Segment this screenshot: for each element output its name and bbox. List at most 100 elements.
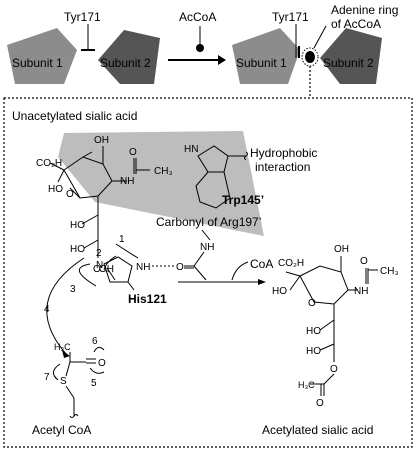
atom-label: HO: [48, 184, 63, 195]
bond-line: [106, 267, 116, 281]
bond-line: [201, 229, 211, 241]
atom-label: O: [93, 264, 101, 275]
trp145-indole: HN: [184, 144, 248, 209]
step7-label: 7: [44, 372, 50, 383]
subunit2-shape-left: [98, 30, 160, 84]
atom-label: O: [330, 364, 338, 375]
hydrophobic-label-1: Hydrophobic: [250, 146, 317, 160]
unacetylated-sialic-acid: CO₂H HO O OH O NH CH₃ HO HO O OH: [36, 135, 173, 275]
bond-line: [285, 271, 301, 277]
subunit2-label-right: Subunit 2: [323, 56, 374, 70]
bond-line: [193, 251, 205, 267]
coa-label: CoA: [250, 257, 273, 271]
atom-label: O: [66, 189, 74, 200]
step3-arrow: [79, 263, 97, 287]
bond-line: [49, 162, 65, 171]
subunit2-label-left: Subunit 2: [100, 56, 151, 70]
atom-label: O: [360, 256, 368, 267]
atom-label: H₃C: [54, 342, 71, 352]
bond-line: [83, 239, 99, 249]
atom-label: O: [98, 358, 106, 369]
bond-line: [193, 265, 207, 281]
atom-label: CH₃: [154, 166, 173, 177]
bond-line: [289, 275, 301, 291]
subunit1-label-right: Subunit 1: [236, 56, 287, 70]
arg197-carbonyl: O NH: [176, 229, 214, 281]
hydrophobic-label-2: interaction: [255, 160, 310, 174]
atom-label: O: [129, 147, 137, 158]
atom-label: OH: [99, 264, 114, 275]
reaction-arrowhead: [258, 279, 266, 285]
bond-line: [65, 385, 75, 399]
bond-line: [82, 151, 93, 158]
bond-line: [323, 373, 335, 385]
bond-line: [244, 151, 248, 161]
acetylated-sialic-acid: CO₂H HO O OH O NH CH₃ HO HO O O H₃C: [272, 244, 399, 409]
his121-label: His121: [128, 292, 167, 306]
step2-arrow: [103, 255, 117, 271]
atom-label: CO₂H: [278, 258, 304, 269]
top-panel: Subunit 1 Subunit 2 Tyr171 AcCoA Subunit…: [7, 3, 398, 98]
atom-label: S: [60, 376, 67, 387]
adenine-ring-dot: [305, 51, 315, 63]
coa-release-arrow: [231, 261, 249, 281]
atom-label: NH: [136, 262, 150, 273]
bond-line: [319, 319, 335, 331]
step4-arrowhead: [62, 350, 70, 358]
bond-line: [65, 361, 71, 377]
mechanism-box: [3, 97, 413, 448]
accoa-dot: [196, 44, 204, 52]
bond-line: [127, 281, 135, 291]
step6-arrow: [93, 346, 105, 353]
bond-line: [197, 145, 229, 173]
atom-label: O: [308, 298, 316, 309]
step6-label: 6: [92, 336, 98, 347]
subunit1-shape-left: [7, 28, 77, 84]
accoa-label: AcCoA: [179, 10, 216, 24]
bond-line: [69, 414, 79, 418]
atom-label: NH: [200, 242, 214, 253]
step4-arrow: [46, 257, 85, 355]
binding-arrowhead: [218, 55, 226, 65]
atom-label: NH: [120, 176, 134, 187]
tyr171-label-right: Tyr171: [272, 10, 309, 24]
hydrophobic-region: [58, 131, 264, 236]
atom-label: HO: [306, 346, 321, 357]
bond-line: [103, 256, 133, 283]
step5-arrow: [89, 367, 105, 374]
carbonyl-label: Carbonyl of Arg197’: [156, 215, 261, 229]
step2-label: 2: [96, 248, 102, 259]
atom-label: CH₃: [380, 266, 399, 277]
subunit2-shape-right: [320, 28, 382, 84]
atom-label: NH: [354, 286, 368, 297]
atom-label: HO: [306, 326, 321, 337]
step1-arrow: [115, 243, 139, 259]
atom-label: OH: [94, 135, 109, 146]
step7-arrow: [53, 363, 61, 381]
step3-label: 3: [70, 284, 76, 295]
step5-label: 5: [91, 378, 97, 389]
bond-line: [81, 214, 99, 225]
adenine-pointer: [313, 25, 327, 49]
step1-label: 1: [119, 234, 125, 245]
bond-line: [319, 343, 335, 351]
adenine-label-2: of AcCoA: [331, 17, 381, 31]
atom-label: HO: [70, 220, 85, 231]
atom-label: O: [176, 262, 184, 273]
atom-label: OH: [334, 244, 349, 255]
adenine-label-1: Adenine ring: [331, 3, 398, 17]
atom-label: CO₂H: [36, 158, 62, 169]
bond-line: [69, 187, 81, 199]
atom-label: N: [96, 260, 103, 271]
atom-label: H₃C: [298, 380, 315, 390]
bond-line: [57, 169, 65, 183]
bond-line: [195, 171, 231, 209]
step4-label: 4: [44, 304, 50, 315]
atom-label: HO: [70, 244, 85, 255]
subunit1-label-left: Subunit 1: [12, 56, 63, 70]
his121-imidazole: N NH 1 2: [96, 234, 176, 291]
acetyl-coa-molecule: H₃C O S 5 6 7: [44, 336, 106, 418]
atom-label: O: [316, 398, 324, 409]
